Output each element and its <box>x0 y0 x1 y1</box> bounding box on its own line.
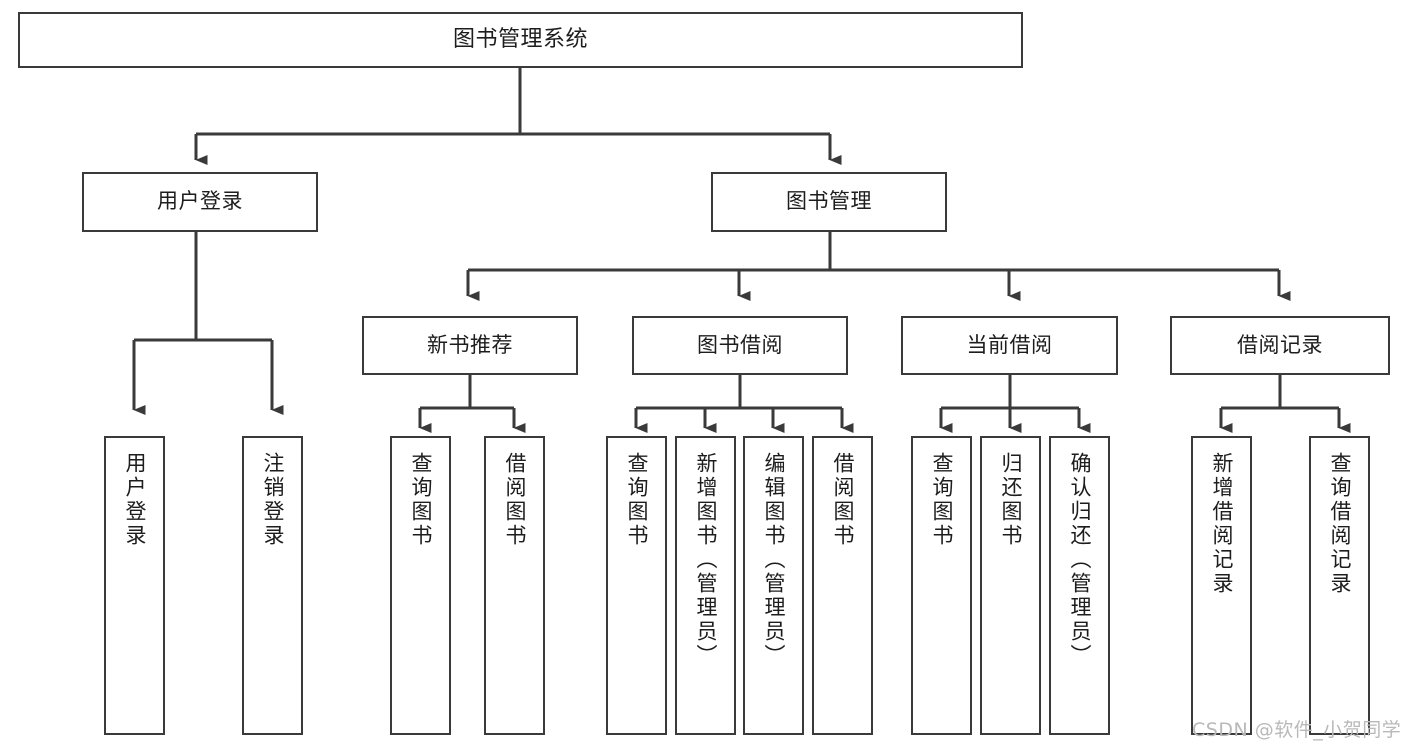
node-leaf-query-book-recommend[interactable]: 查询图书 <box>390 436 451 735</box>
node-leaf-borrow-book[interactable]: 借阅图书 <box>812 436 873 735</box>
node-book-management-system[interactable]: 图书管理系统 <box>18 12 1023 68</box>
node-label: 编辑图书（管理员） <box>762 452 786 668</box>
node-book-management[interactable]: 图书管理 <box>711 172 947 232</box>
node-label: 归还图书 <box>999 452 1023 548</box>
node-label: 借阅图书 <box>831 452 855 548</box>
node-label: 查询图书 <box>930 452 954 548</box>
node-leaf-query-book-current[interactable]: 查询图书 <box>911 436 972 735</box>
node-label: 用户登录 <box>123 452 147 548</box>
node-leaf-user-login[interactable]: 用户登录 <box>104 436 165 735</box>
node-leaf-logout[interactable]: 注销登录 <box>242 436 303 735</box>
node-borrow-record[interactable]: 借阅记录 <box>1170 316 1390 375</box>
node-label: 用户登录 <box>157 189 243 214</box>
node-label: 图书借阅 <box>697 332 783 357</box>
node-label: 图书管理 <box>786 189 872 214</box>
node-label: 借阅图书 <box>503 452 527 548</box>
node-label: 查询借阅记录 <box>1328 452 1352 596</box>
node-label: 当前借阅 <box>966 332 1053 357</box>
node-label: 图书管理系统 <box>452 26 588 52</box>
node-book-borrow[interactable]: 图书借阅 <box>632 316 848 375</box>
node-user-login[interactable]: 用户登录 <box>82 172 318 232</box>
node-label: 新增借阅记录 <box>1210 452 1234 596</box>
node-label: 确认归还（管理员） <box>1068 452 1092 668</box>
node-leaf-return-book[interactable]: 归还图书 <box>980 436 1041 735</box>
node-label: 注销登录 <box>261 452 285 548</box>
node-label: 查询图书 <box>409 452 433 548</box>
node-leaf-add-book-admin[interactable]: 新增图书（管理员） <box>675 436 736 735</box>
node-leaf-query-borrow-record[interactable]: 查询借阅记录 <box>1309 436 1370 735</box>
csdn-watermark: CSDN @软件_小贺同学 <box>1192 719 1402 741</box>
node-label: 借阅记录 <box>1237 332 1323 357</box>
node-label: 新书推荐 <box>427 332 513 357</box>
node-label: 新增图书（管理员） <box>694 452 718 668</box>
node-leaf-query-book[interactable]: 查询图书 <box>606 436 667 735</box>
node-label: 查询图书 <box>625 452 649 548</box>
node-current-borrow[interactable]: 当前借阅 <box>901 316 1118 375</box>
node-leaf-edit-book-admin[interactable]: 编辑图书（管理员） <box>743 436 804 735</box>
node-leaf-add-borrow-record[interactable]: 新增借阅记录 <box>1191 436 1252 735</box>
node-new-book-recommend[interactable]: 新书推荐 <box>362 316 578 375</box>
node-leaf-borrow-book-recommend[interactable]: 借阅图书 <box>484 436 545 735</box>
node-leaf-confirm-return-admin[interactable]: 确认归还（管理员） <box>1049 436 1110 735</box>
